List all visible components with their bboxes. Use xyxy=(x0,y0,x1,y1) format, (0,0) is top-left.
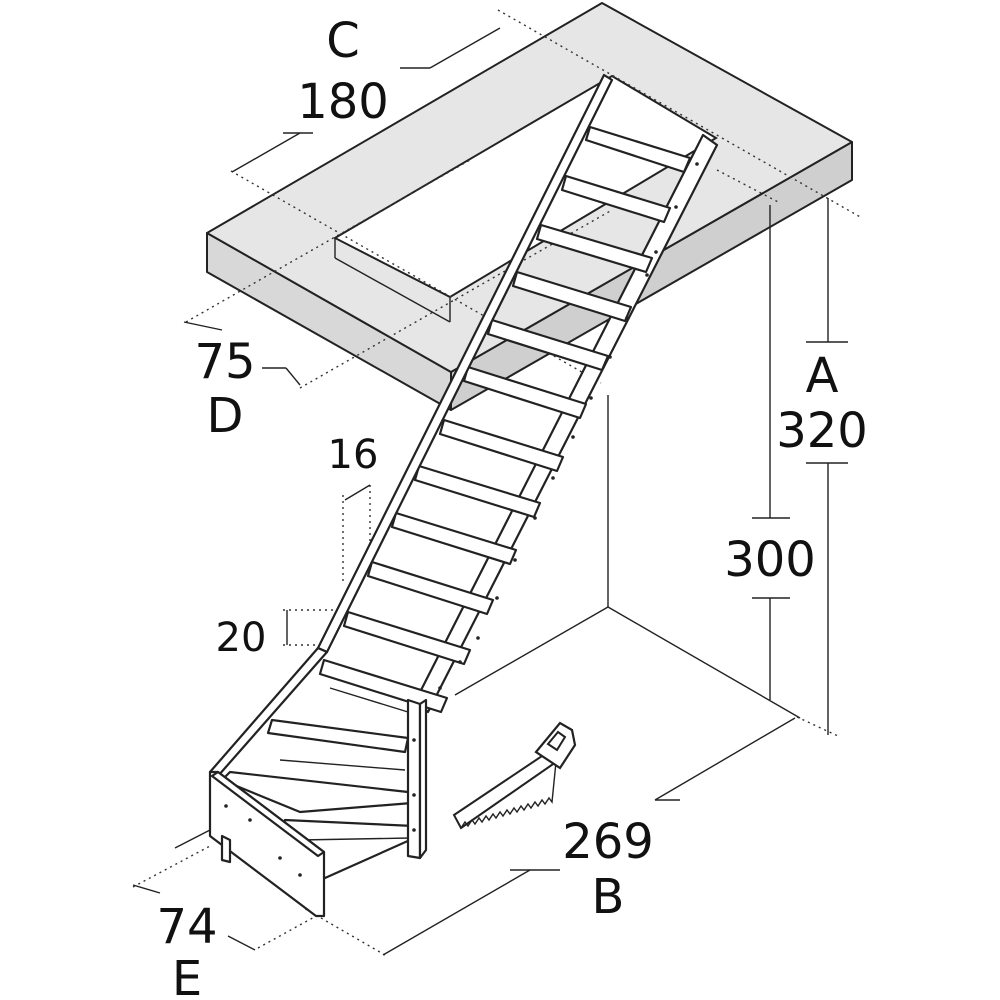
dim-e-value: 74 xyxy=(156,899,217,955)
dim-rise-value: 20 xyxy=(216,615,267,661)
right-stringer xyxy=(414,133,719,714)
newel-post xyxy=(406,698,428,860)
dimension-lines xyxy=(132,27,848,956)
screw-holes xyxy=(224,162,699,877)
room-outline xyxy=(454,395,801,719)
stair-treads xyxy=(318,125,692,714)
dim-a-letter: A xyxy=(806,348,839,404)
dim-b-value: 269 xyxy=(562,814,654,870)
bottom-stringer-panel xyxy=(208,770,326,918)
dimension-labels: C 180 75 D A 320 300 16 20 269 B 74 E xyxy=(156,13,867,1000)
dim-tread-depth-value: 16 xyxy=(328,432,379,478)
dim-e-letter: E xyxy=(172,951,202,1000)
left-stringer xyxy=(208,73,614,778)
dim-c-value: 180 xyxy=(297,74,389,130)
hand-saw-icon xyxy=(452,721,577,830)
dim-b-letter: B xyxy=(592,869,625,925)
dim-d-value: 75 xyxy=(194,334,255,390)
dim-floor-height-value: 300 xyxy=(724,532,816,588)
dim-a-value: 320 xyxy=(776,403,868,459)
winder-treads xyxy=(220,687,416,880)
dim-d-letter: D xyxy=(207,388,244,444)
dim-c-letter: C xyxy=(326,13,360,69)
ceiling-slab xyxy=(206,2,853,411)
